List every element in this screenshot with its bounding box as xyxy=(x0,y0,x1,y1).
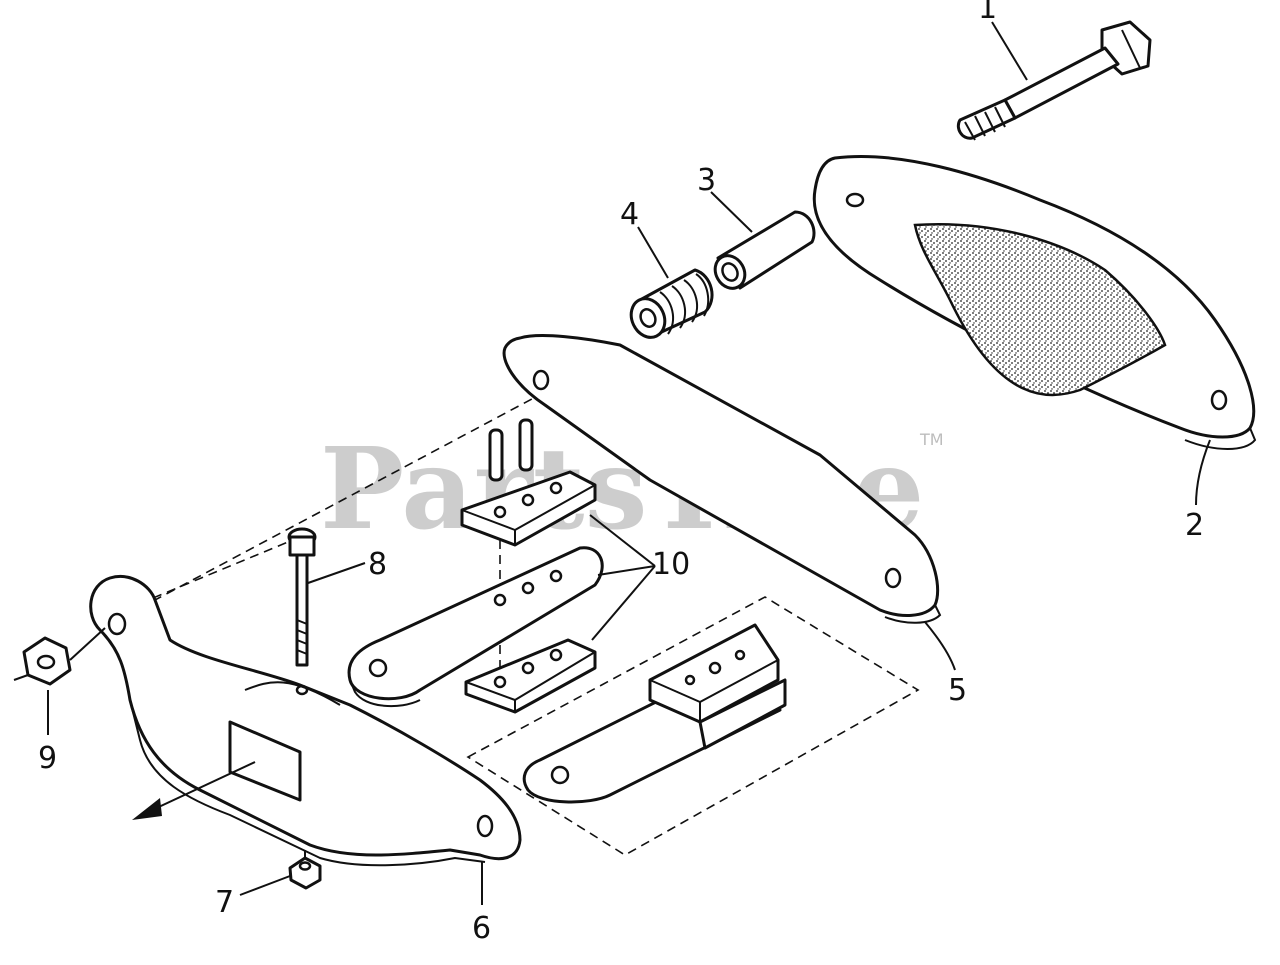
callout-7: 7 xyxy=(215,885,234,920)
callout-leaders xyxy=(47,21,1211,905)
alternate-link-assembly xyxy=(522,623,787,804)
callout-4: 4 xyxy=(620,197,639,232)
shim-plates xyxy=(347,470,604,714)
callout-labels: 1 2 3 4 5 6 7 8 9 10 xyxy=(38,0,1204,946)
bolt xyxy=(956,20,1152,141)
callout-8: 8 xyxy=(368,547,387,582)
brake-plate-with-lining xyxy=(812,154,1257,450)
callout-10: 10 xyxy=(652,547,690,582)
callout-3: 3 xyxy=(697,163,716,198)
callout-6: 6 xyxy=(472,911,491,946)
hex-nut-small xyxy=(288,850,322,890)
callout-2: 2 xyxy=(1185,508,1204,543)
hitch-bracket xyxy=(89,575,522,867)
mounting-plate xyxy=(502,334,942,624)
dowel-pins xyxy=(488,418,534,482)
callout-1: 1 xyxy=(978,0,997,26)
callout-9: 9 xyxy=(38,741,57,776)
hex-nut-large xyxy=(13,627,106,686)
spacer-sleeve xyxy=(713,210,816,290)
callout-5: 5 xyxy=(948,673,967,708)
spring xyxy=(629,268,714,339)
watermark-trademark: TM xyxy=(919,430,944,449)
vertical-bolt xyxy=(287,527,317,667)
